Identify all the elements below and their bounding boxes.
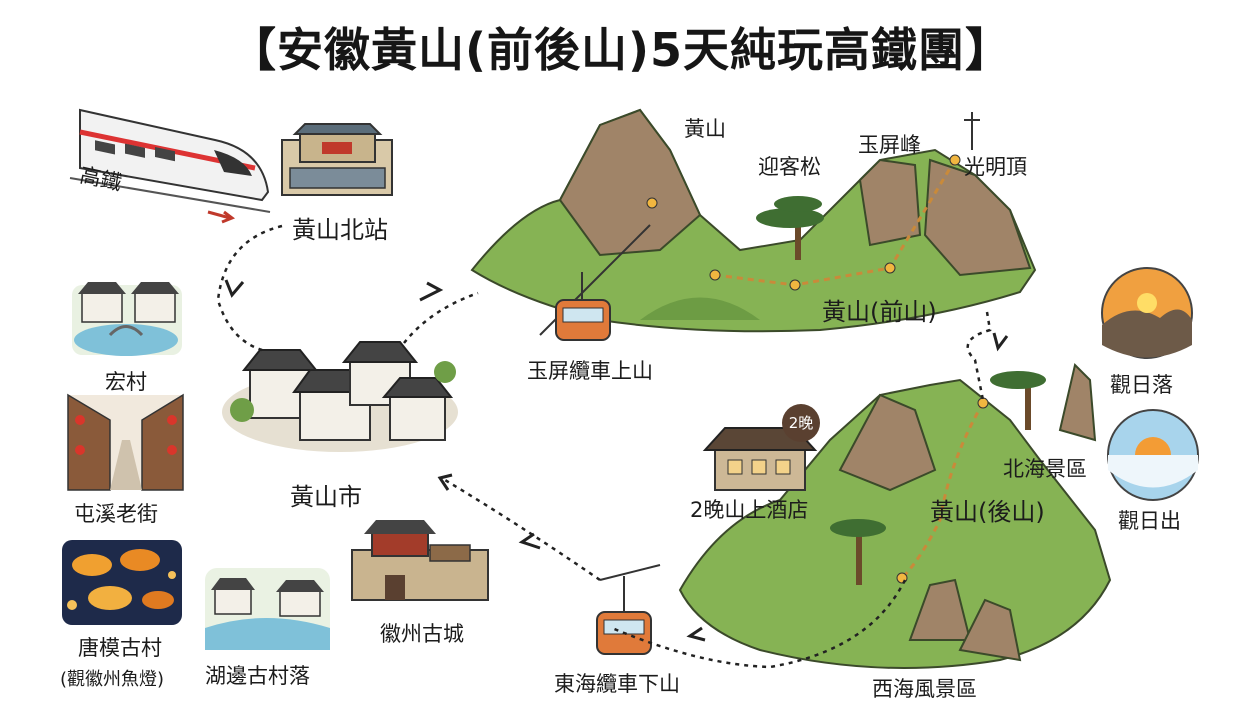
east-sea-cable-car-icon (596, 564, 661, 655)
north-station-label: 黃山北站 (292, 216, 388, 244)
high-speed-train-icon (69, 108, 271, 213)
huangshan-city-label: 黃山市 (290, 483, 362, 511)
jade-cable-label: 玉屏纜車上山 (527, 359, 653, 383)
huizhou-ancient-city-icon (351, 520, 489, 601)
station-building-icon (281, 123, 393, 196)
jade-screen-cable-car-icon (539, 224, 651, 341)
lakeside-village-icon (205, 568, 330, 650)
hotel-nights-badge: 2晚 (782, 404, 820, 442)
tunxi-label: 屯溪老街 (74, 502, 158, 526)
huizhou-label: 徽州古城 (380, 622, 464, 646)
welcoming-pine-label: 迎客松 (758, 155, 821, 179)
route-arrowheads (224, 279, 1009, 642)
sunset-label: 觀日落 (1110, 373, 1173, 397)
lakeside-label: 湖邊古村落 (205, 664, 310, 688)
xihai-label: 西海風景區 (872, 677, 977, 701)
huangshan-city-village-icon (222, 341, 458, 452)
guangming-peak-label: 光明頂 (964, 155, 1027, 179)
huangshan-peak-label: 黃山 (684, 117, 726, 141)
tangmo-label: 唐模古村 (78, 636, 162, 660)
hongcun-label: 宏村 (105, 370, 147, 394)
sunset-icon (1101, 267, 1193, 359)
beihai-label: 北海景區 (1003, 457, 1087, 481)
sunrise-label: 觀日出 (1118, 509, 1181, 533)
front-mountain-label: 黃山(前山) (822, 298, 937, 326)
tunxi-old-street-icon (67, 393, 184, 491)
east-cable-label: 東海纜車下山 (554, 672, 680, 696)
front-mountain-icon (470, 108, 1037, 333)
fish-lantern-icon (62, 540, 182, 625)
hongcun-icon (72, 282, 182, 356)
tangmo-note-label: (觀徽州魚燈) (60, 669, 165, 690)
sunrise-icon (1107, 409, 1199, 501)
page-title: 【安徽黃山(前後山)5天純玩高鐵團】 (229, 23, 1013, 77)
hotel-label: 2晚山上酒店 (690, 498, 809, 522)
back-mountain-label: 黃山(後山) (930, 498, 1045, 526)
yuping-peak-label: 玉屏峰 (858, 133, 921, 157)
back-mountain-icon (678, 363, 1112, 669)
route-path (216, 224, 992, 669)
